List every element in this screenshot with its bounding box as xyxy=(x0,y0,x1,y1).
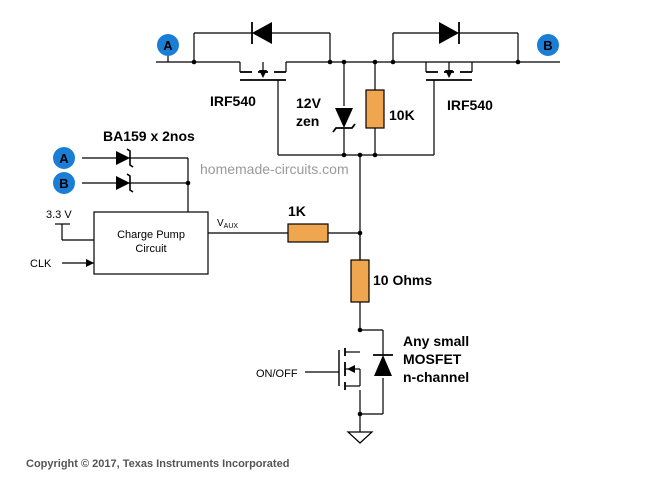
label-zener-voltage: 12V xyxy=(296,95,322,111)
label-1k: 1K xyxy=(288,203,306,219)
terminal-b-left: B xyxy=(53,172,75,194)
label-irf540-left: IRF540 xyxy=(210,93,256,109)
label-charge-pump-line1: Charge Pump xyxy=(117,229,185,241)
clk-wire xyxy=(62,259,94,267)
label-ba159: BA159 x 2nos xyxy=(103,128,195,144)
copyright-text: Copyright © 2017, Texas Instruments Inco… xyxy=(26,458,289,470)
label-10k: 10K xyxy=(389,107,415,123)
resistor-1k xyxy=(287,223,329,243)
label-small-mosfet-line3: n-channel xyxy=(403,369,469,385)
charge-pump-box xyxy=(93,211,209,275)
watermark-text: homemade-circuits.com xyxy=(200,161,349,177)
resistor-10k xyxy=(365,89,385,129)
terminal-a-left-label: A xyxy=(59,151,69,166)
terminal-b-top: B xyxy=(537,34,559,56)
terminal-b-left-label: B xyxy=(59,176,68,191)
label-irf540-right: IRF540 xyxy=(447,97,493,113)
terminal-a-top-label: A xyxy=(163,38,173,53)
label-vaux: VAUX xyxy=(217,218,238,230)
terminal-a-top: A xyxy=(157,34,179,62)
label-charge-pump-line2: Circuit xyxy=(135,243,166,255)
label-small-mosfet-line2: MOSFET xyxy=(403,351,462,367)
small-mosfet-symbol xyxy=(305,348,393,390)
terminal-a-left: A xyxy=(53,147,75,169)
supply-wire xyxy=(55,223,94,241)
label-on-off: ON/OFF xyxy=(256,368,298,380)
label-10-ohms: 10 Ohms xyxy=(373,272,432,288)
main-bus-wires xyxy=(156,32,560,432)
diode-right-top xyxy=(439,22,460,44)
label-zener-type: zen xyxy=(296,113,319,129)
mosfet-right-symbol xyxy=(425,62,473,86)
zener-diode xyxy=(332,108,356,133)
resistor-10-ohms xyxy=(350,259,370,303)
ba159-diodes xyxy=(82,148,189,212)
label-supply-voltage: 3.3 V xyxy=(46,209,72,221)
terminal-b-top-label: B xyxy=(543,38,552,53)
ground-symbol xyxy=(346,431,374,444)
mosfet-left-symbol xyxy=(239,62,287,86)
junction-nodes xyxy=(185,59,521,417)
label-small-mosfet-line1: Any small xyxy=(403,333,469,349)
label-clk: CLK xyxy=(30,258,52,270)
diode-left-top xyxy=(251,22,272,44)
